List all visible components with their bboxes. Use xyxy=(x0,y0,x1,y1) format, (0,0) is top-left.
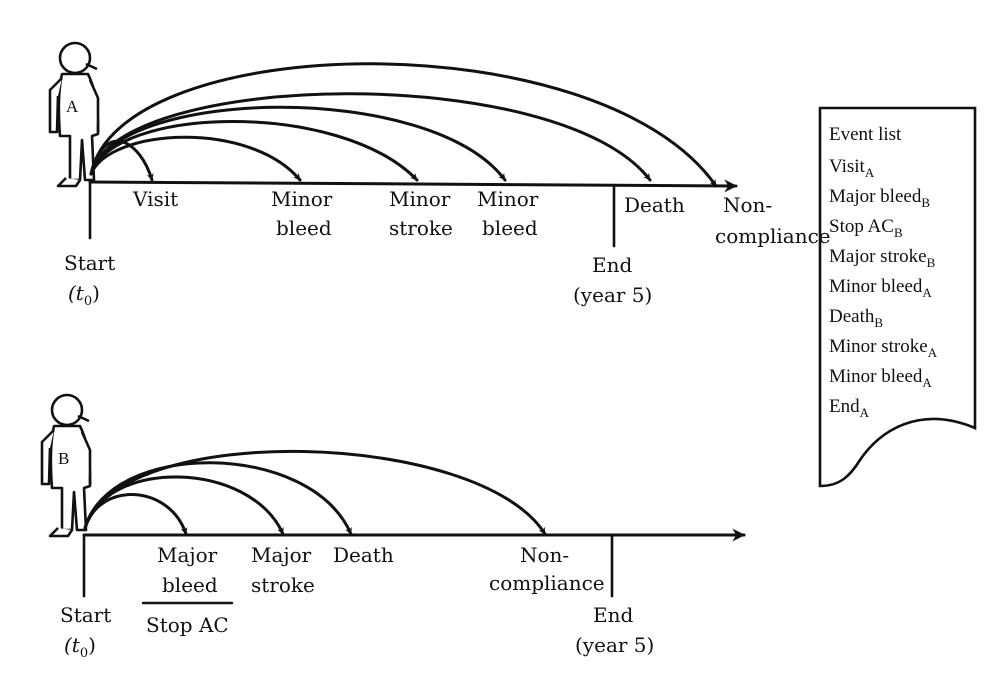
arc-a-minor-bleed-1 xyxy=(89,135,302,182)
start-b-time: (t0) xyxy=(64,633,96,661)
patient-a-event-labels: Visit Minor bleed Minor stroke Minor ble… xyxy=(64,187,831,309)
event-a-noncompliance-line1: Non- xyxy=(723,193,772,217)
patient-a-label: A xyxy=(66,97,79,116)
event-b-noncompliance-line2: compliance xyxy=(489,571,605,595)
start-a-label: Start xyxy=(64,251,115,275)
event-b-noncompliance-line1: Non- xyxy=(520,543,569,567)
end-a-label: End xyxy=(592,253,632,277)
event-b-major-bleed-line1: Major xyxy=(157,543,218,567)
start-b-label: Start xyxy=(60,603,111,627)
arc-a-minor-bleed-2 xyxy=(89,105,507,182)
patient-b-figure: B xyxy=(40,393,92,538)
event-b-death: Death xyxy=(333,543,394,567)
start-a-time: (t0) xyxy=(68,281,100,309)
patient-a-figure: A xyxy=(48,41,100,188)
end-b-label: End xyxy=(593,603,633,627)
arc-b-noncompliance xyxy=(83,449,547,536)
arc-b-death xyxy=(83,461,353,536)
event-b-stop-ac: Stop AC xyxy=(146,613,229,637)
patient-b-event-labels: Major bleed Stop AC Major stroke Death N… xyxy=(60,543,654,661)
event-b-major-stroke-line1: Major xyxy=(251,543,312,567)
event-list-item: VisitA xyxy=(829,156,875,180)
event-list-item: Stop ACB xyxy=(829,216,903,240)
event-a-minor-bleed-2-line2: bleed xyxy=(482,216,538,240)
event-list-title: Event list xyxy=(829,124,902,145)
event-list-item: Major strokeB xyxy=(829,246,936,270)
event-a-minor-bleed-2-line1: Minor xyxy=(477,187,539,211)
event-a-noncompliance-line2: compliance xyxy=(715,224,831,248)
arc-a-minor-stroke xyxy=(89,120,419,182)
event-a-death: Death xyxy=(624,193,685,217)
event-a-minor-stroke-line2: stroke xyxy=(389,216,453,240)
patient-b-label: B xyxy=(58,449,69,468)
arc-a-noncompliance xyxy=(89,62,718,188)
event-a-minor-bleed-1-line1: Minor xyxy=(271,187,333,211)
event-list-box xyxy=(818,106,977,488)
event-list-item: Major bleedB xyxy=(829,186,930,210)
end-a-sub-label: (year 5) xyxy=(573,283,652,307)
patient-b-event-arcs xyxy=(83,449,547,536)
event-a-minor-stroke-line1: Minor xyxy=(389,187,451,211)
event-a-visit: Visit xyxy=(132,187,178,211)
event-b-major-bleed-line2: bleed xyxy=(162,573,218,597)
event-list-panel: Event list VisitA Major bleedB Stop ACB Maj… xyxy=(818,106,977,488)
arc-a-death xyxy=(89,92,652,182)
event-a-minor-bleed-1-line2: bleed xyxy=(276,216,332,240)
event-list-item: Minor strokeA xyxy=(829,336,938,360)
event-list-items: VisitA Major bleedB Stop ACB Major strokeB M… xyxy=(829,156,938,420)
patient-a-event-arcs xyxy=(89,62,718,188)
event-list-item: EndA xyxy=(829,396,870,420)
event-b-major-stroke-line2: stroke xyxy=(251,573,315,597)
event-list-item: DeathB xyxy=(829,306,883,330)
patient-a-timeline xyxy=(88,179,738,193)
event-list-item: Minor bleedA xyxy=(829,276,932,300)
event-list-item: Minor bleedA xyxy=(829,366,932,390)
end-b-sub-label: (year 5) xyxy=(575,633,654,657)
